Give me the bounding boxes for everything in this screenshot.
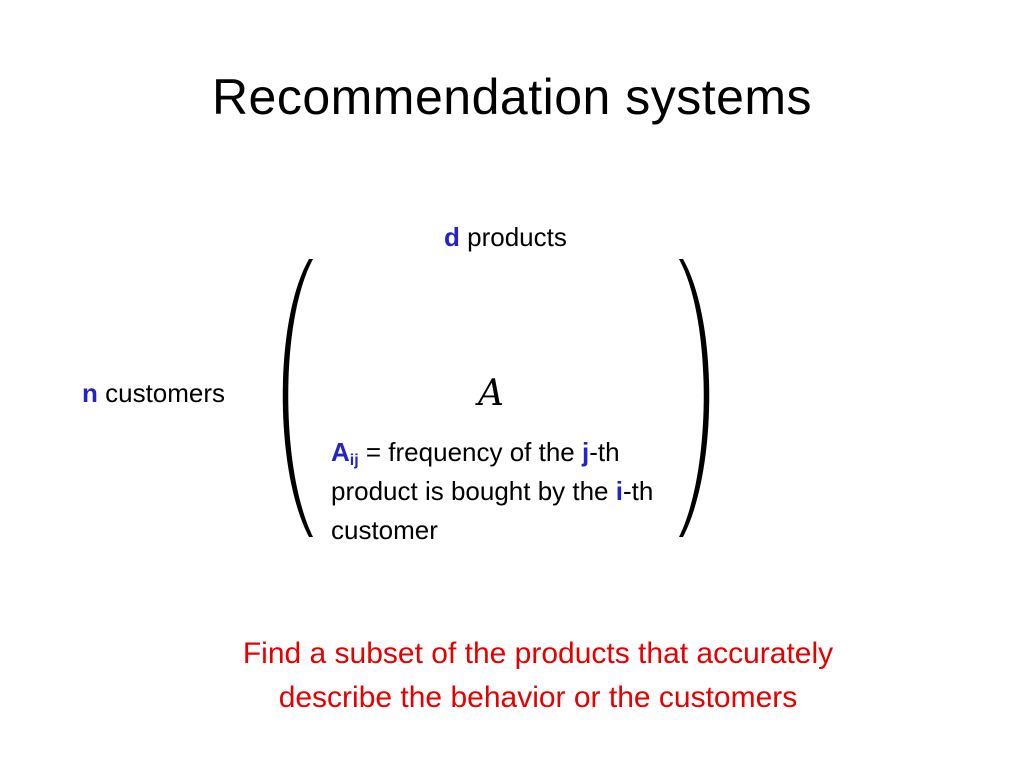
index-i: i (615, 476, 623, 506)
entry-subscript: ij (349, 452, 359, 469)
columns-symbol: d (444, 222, 460, 252)
slide-title: Recommendation systems (211, 69, 813, 125)
matrix-symbol: A (478, 373, 504, 414)
columns-label: d products (444, 220, 567, 254)
task-statement: Find a subset of the products that accur… (0, 632, 1024, 720)
rows-symbol: n (82, 378, 98, 408)
index-j: j (581, 437, 590, 467)
entry-symbol: A (331, 437, 350, 467)
left-bracket (282, 259, 313, 537)
definition-part-1: = frequency of the (358, 437, 582, 467)
task-line-1: Find a subset of the products that accur… (242, 637, 834, 670)
rows-text: customers (97, 378, 226, 408)
task-line-2: describe the behavior or the customers (278, 681, 798, 714)
matrix-entry-definition: Aij = frequency of the j-th product is b… (331, 433, 676, 550)
right-bracket (679, 259, 710, 537)
columns-text: products (459, 222, 567, 252)
rows-label: n customers (82, 376, 225, 410)
definition-part-3: -th customer (331, 476, 654, 545)
definition-part-2: -th product is bought by the (331, 437, 620, 506)
